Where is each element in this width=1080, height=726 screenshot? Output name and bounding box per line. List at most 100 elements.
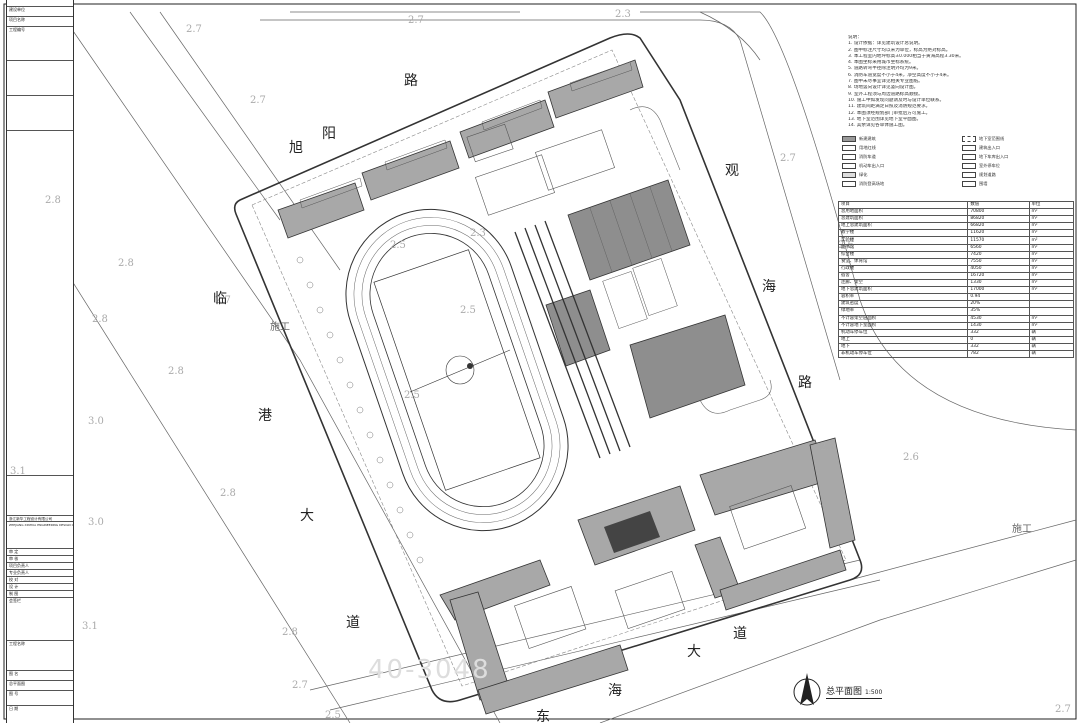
table-cell: 地下总建筑面积 <box>837 286 969 295</box>
table-cell: 总用地面积 <box>837 208 969 217</box>
running-track <box>345 208 569 532</box>
note-line: 8. 场地竖向设计详见竖向设计图。 <box>848 85 919 91</box>
tb-row: 建设单位 <box>7 6 73 13</box>
road-name-char: 临 <box>213 291 227 307</box>
north-arrow <box>793 673 821 706</box>
note-line: 12. 本图须经规划部门审批后方可施工。 <box>848 110 931 116</box>
table-header: 单位 <box>1028 200 1075 210</box>
table-cell: 7420 <box>967 250 1030 259</box>
table-cell: m² <box>1028 236 1075 245</box>
road-name-char: 海 <box>608 683 622 699</box>
elevation-label: 3.1 <box>82 621 98 632</box>
table-cell: 辆 <box>1028 349 1075 359</box>
watermark: 40-3048 <box>368 655 491 685</box>
tb-row: 工程编号 <box>7 26 73 33</box>
note-line: 11. 建筑间距满足日照及消防规范要求。 <box>848 104 931 110</box>
drawing-title: 总平面图 <box>7 680 73 687</box>
legend-label: 消防车道 <box>859 154 876 159</box>
table-cell: m² <box>1028 314 1075 323</box>
table-cell: 0 <box>967 335 1030 344</box>
elevation-label: 2.7 <box>292 680 308 691</box>
elevation-label: 2.5 <box>404 390 420 401</box>
construction-label: 施工 <box>270 322 290 333</box>
table-cell: 辆 <box>1028 328 1075 337</box>
table-cell: m² <box>1028 229 1075 238</box>
table-cell: 70800 <box>967 208 1030 217</box>
table-cell <box>1028 293 1075 302</box>
elevation-label: 3.0 <box>88 416 104 427</box>
design-notes: 说明： 1. 设计依据：详见建筑设计总说明。 2. 图中标注尺寸均以米为单位，标… <box>848 35 1068 129</box>
table-cell: 宿舍 <box>837 271 969 281</box>
table-cell: m² <box>1028 286 1075 295</box>
elevation-label: 2.5 <box>390 240 406 251</box>
dark-block <box>604 511 660 553</box>
table-cell: 1430 <box>967 321 1030 330</box>
road-name-char: 旭 <box>289 140 303 156</box>
table-cell: m² <box>1028 250 1075 259</box>
tb-row: 项目名称 <box>7 16 73 23</box>
legend-label: 地下车库出入口 <box>979 154 1009 159</box>
table-cell: m² <box>1028 215 1075 224</box>
table-cell: 16720 <box>967 271 1030 281</box>
table-cell: 11620 <box>967 229 1030 238</box>
legend-item: 用地红线 <box>842 145 876 151</box>
legend-label: 消防登高场地 <box>859 181 885 186</box>
table-cell: m² <box>1028 271 1075 281</box>
table-cell: 11570 <box>967 236 1030 245</box>
note-line: 1. 设计依据：详见建筑设计总说明。 <box>848 41 923 47</box>
table-cell: 实验楼 <box>837 236 969 245</box>
elevation-label: 2.8 <box>45 195 61 206</box>
elevation-label: 2.7 <box>780 153 796 164</box>
tb-row: 校 对 <box>7 576 73 583</box>
note-line: 4. 本图坐标采用城市坐标系统。 <box>848 60 914 66</box>
construction-label: 施工 <box>1012 524 1032 535</box>
table-cell: m² <box>1028 279 1075 288</box>
table-cell: 绿地率 <box>837 307 969 316</box>
tb-row: 图 号 <box>7 690 73 697</box>
table-header: 数值 <box>967 200 1030 210</box>
note-line: 10. 施工中如发现问题请及时与设计单位联系。 <box>848 97 945 103</box>
legend-label: 绿化 <box>859 172 868 177</box>
table-cell: 20% <box>967 300 1030 309</box>
tree-marks <box>296 256 424 564</box>
elevation-label: 2.3 <box>820 442 836 453</box>
table-cell: m² <box>1028 208 1075 217</box>
table-cell <box>1028 300 1075 309</box>
elevation-label: 2.8 <box>92 314 108 325</box>
table-cell: 建筑密度 <box>837 300 969 309</box>
legend-label: 规划道路 <box>979 172 996 177</box>
table-cell: 4530 <box>967 314 1030 323</box>
table-cell: 17000 <box>967 286 1030 295</box>
table-cell: 35% <box>967 307 1030 316</box>
table-cell: m² <box>1028 243 1075 252</box>
road-name-char: 阳 <box>322 126 336 142</box>
table-cell: 非机动车停车位 <box>837 349 969 359</box>
table-cell: 辆 <box>1028 335 1075 344</box>
road-name-char: 大 <box>300 508 314 524</box>
main-buildings <box>545 179 746 419</box>
table-cell: 1330 <box>967 279 1030 288</box>
table-cell: 容积率 <box>837 293 969 302</box>
legend-label: 建筑出入口 <box>979 145 1000 150</box>
legend-label: 围墙 <box>979 181 988 186</box>
table-cell: 不计容架空层面积 <box>837 314 969 323</box>
table-cell: 782 <box>967 349 1030 359</box>
table-cell: 总建筑面积 <box>837 215 969 224</box>
corridor-stripes <box>514 220 631 459</box>
note-line: 5. 道路转弯半径除注明外均为9米。 <box>848 66 922 72</box>
table-cell: m² <box>1028 257 1075 266</box>
tb-row <box>7 95 73 125</box>
south-buildings <box>439 437 856 715</box>
